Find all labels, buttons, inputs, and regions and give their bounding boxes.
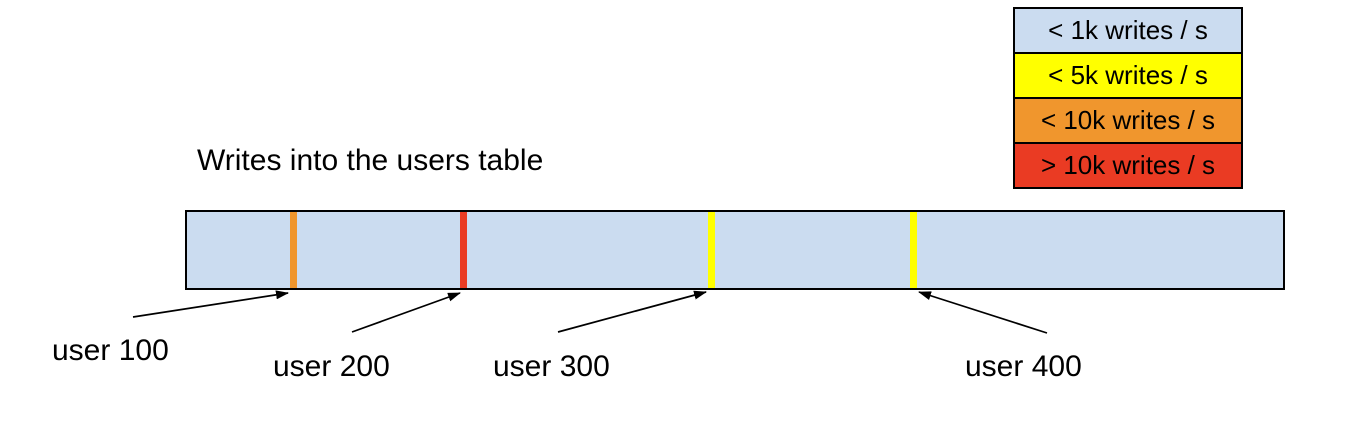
write-hotspot-stripe-user-300: [708, 212, 715, 288]
write-hotspot-stripe-user-100: [290, 212, 297, 288]
legend-row-lt-5k: < 5k writes / s: [1013, 52, 1243, 99]
legend-label: < 5k writes / s: [1048, 60, 1208, 90]
users-table-keyspace-bar: [185, 210, 1285, 290]
legend-label: < 1k writes / s: [1048, 15, 1208, 45]
diagram-title: Writes into the users table: [197, 144, 544, 177]
legend: < 1k writes / s < 5k writes / s < 10k wr…: [1013, 7, 1243, 189]
arrow-user-100: [132, 290, 289, 318]
label-user-300: user 300: [493, 350, 610, 383]
write-hotspot-stripe-user-200: [460, 212, 467, 288]
arrow-user-400: [918, 291, 1048, 334]
legend-label: > 10k writes / s: [1040, 150, 1216, 180]
label-user-200: user 200: [273, 350, 390, 383]
legend-row-gt-10k: > 10k writes / s: [1013, 142, 1243, 189]
label-user-100: user 100: [52, 334, 169, 367]
write-hotspot-stripe-user-400: [910, 212, 917, 288]
legend-row-lt-1k: < 1k writes / s: [1013, 7, 1243, 54]
arrow-user-300: [557, 290, 707, 333]
legend-row-lt-10k: < 10k writes / s: [1013, 97, 1243, 144]
legend-label: < 10k writes / s: [1040, 105, 1216, 135]
label-user-400: user 400: [965, 350, 1082, 383]
arrow-user-200: [351, 292, 461, 333]
